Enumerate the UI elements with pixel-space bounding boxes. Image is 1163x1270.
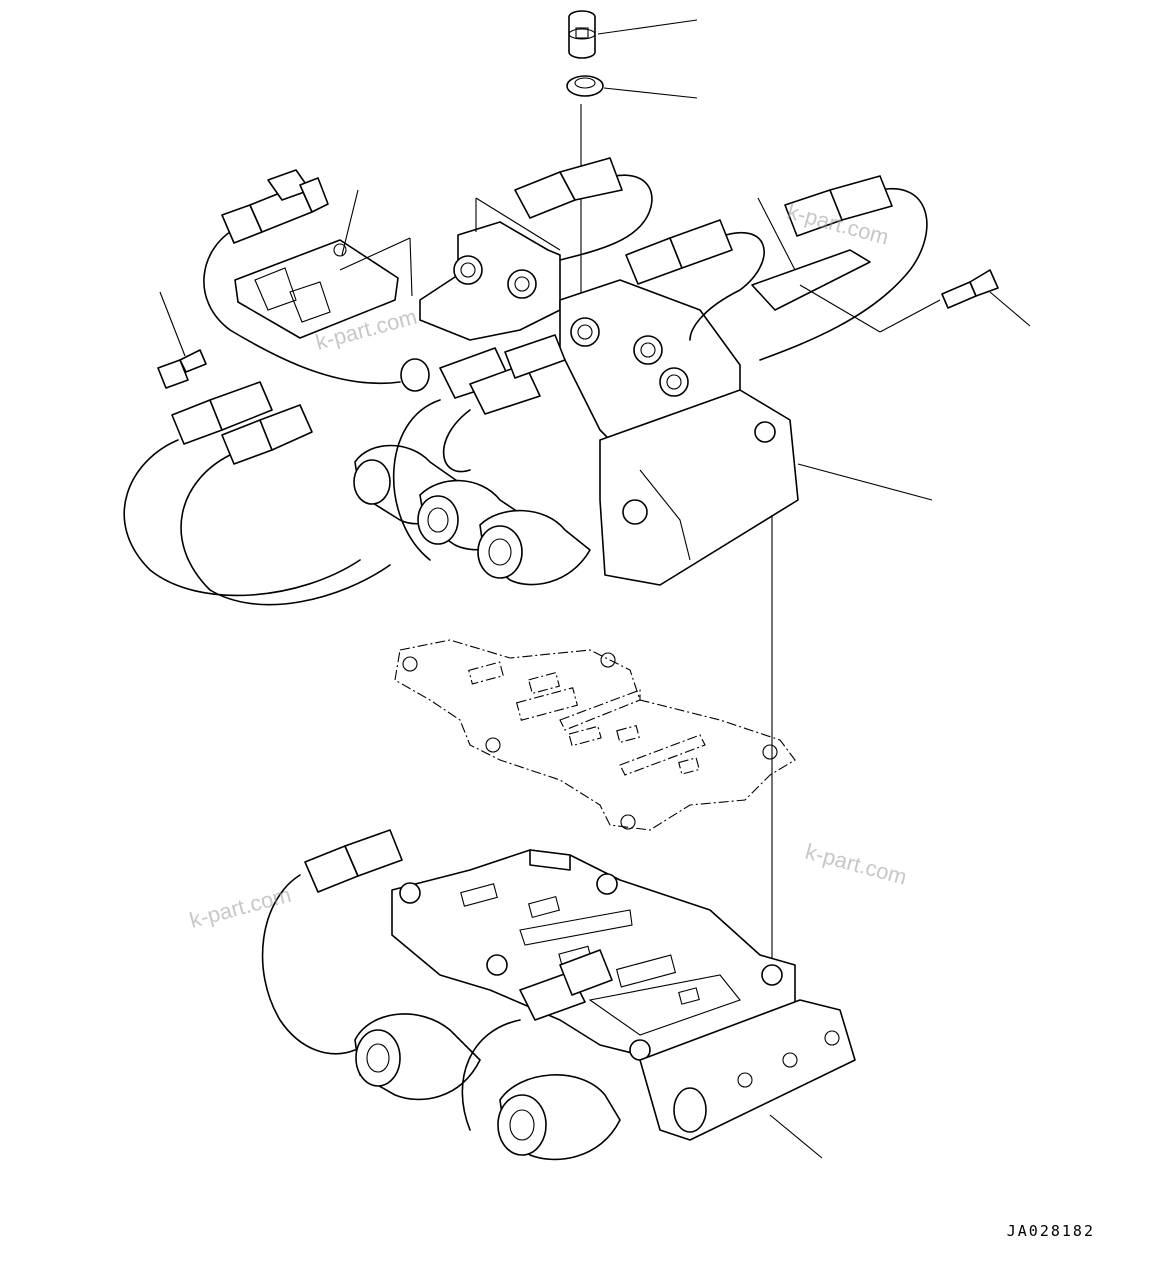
drawing-code: JA028182 bbox=[1006, 1222, 1095, 1240]
watermark-text: k-part.com bbox=[187, 882, 294, 933]
leader-line bbox=[603, 87, 698, 99]
valve-spool-part bbox=[568, 10, 596, 59]
o-ring-part bbox=[566, 75, 604, 97]
lower-valve-assembly bbox=[261, 829, 856, 1161]
watermark-text: k-part.com bbox=[803, 839, 910, 890]
leader-line bbox=[797, 463, 933, 501]
gasket bbox=[394, 639, 796, 831]
leader-line bbox=[597, 19, 698, 35]
upper-valve-assembly bbox=[123, 157, 1031, 606]
